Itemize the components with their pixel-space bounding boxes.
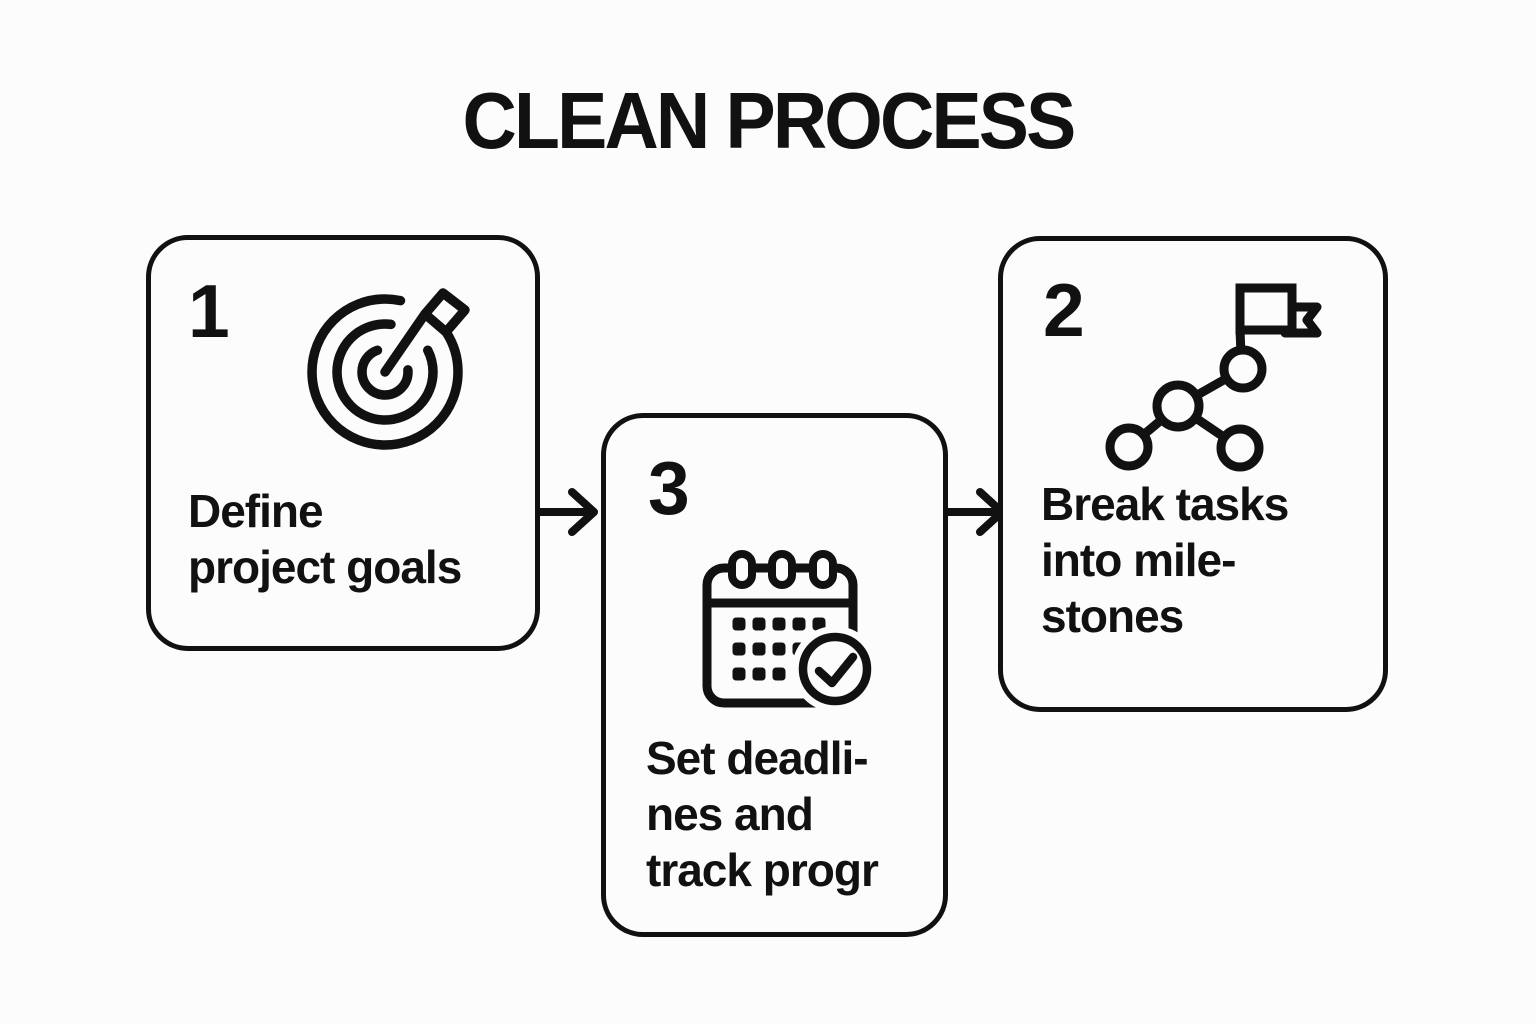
card-step-1: 1 Define project goals: [146, 235, 540, 651]
step-label: Set deadli- nes and track progr: [646, 732, 879, 896]
calendar-check-icon: [702, 550, 878, 712]
step-number: 2: [1043, 268, 1085, 352]
page-title: CLEAN PROCESS: [462, 76, 1077, 165]
target-arrow-icon: [307, 288, 470, 450]
arrow-right-icon: [944, 488, 1006, 536]
step-number: 1: [188, 269, 230, 353]
milestone-flag-icon: [1105, 283, 1322, 472]
arrow-right-icon: [536, 488, 598, 536]
card-step-3: 3 Set de: [601, 413, 948, 937]
step-label: Break tasks into mile- stones: [1041, 478, 1289, 642]
step-number: 3: [648, 446, 690, 530]
card-step-2: 2 Break tasks into mile- stones: [998, 236, 1388, 712]
step-label: Define project goals: [188, 485, 462, 593]
